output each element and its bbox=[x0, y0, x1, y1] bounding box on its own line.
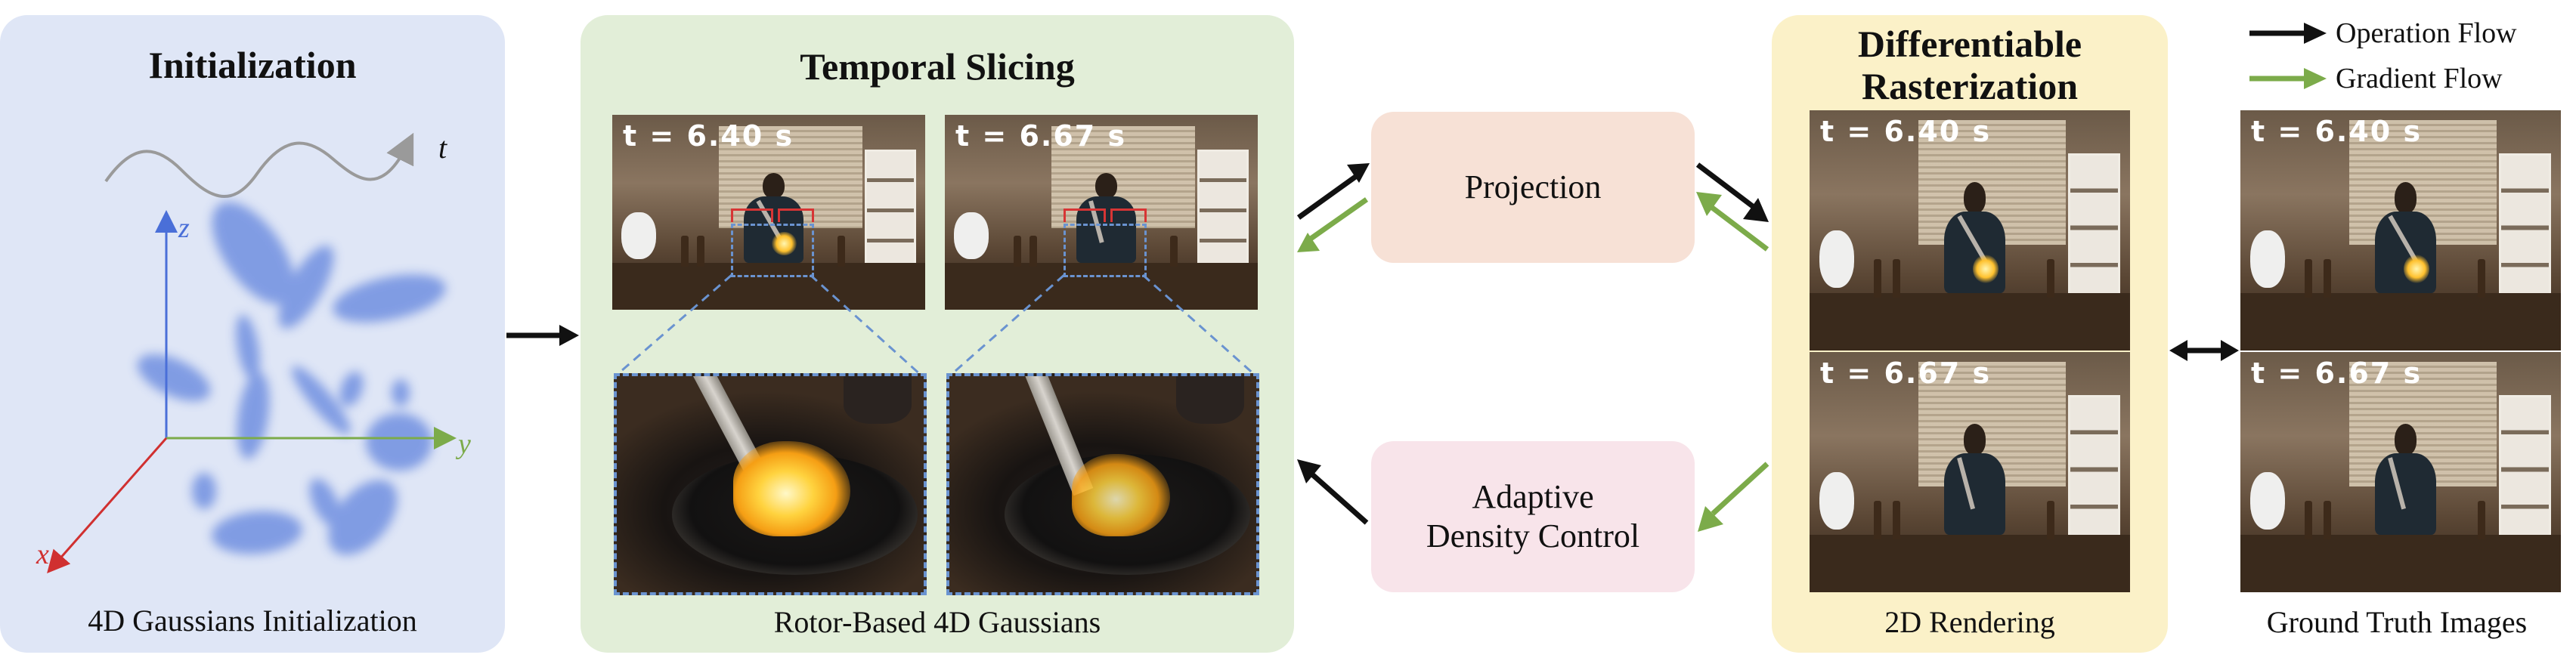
gradient-arrow-icon bbox=[1709, 205, 1769, 252]
sliced-frame-2: t = 6.67 s bbox=[945, 115, 1258, 310]
gaussian-ellipses bbox=[137, 202, 446, 555]
frame-2-time-label: t = 6.67 s bbox=[955, 119, 1127, 153]
operation-arrow-icon bbox=[1695, 162, 1769, 252]
initialization-caption: 4D Gaussians Initialization bbox=[88, 604, 417, 638]
rendered-frame-1: t = 6.40 s bbox=[1810, 110, 2130, 351]
ground-truth-caption: Ground Truth Images bbox=[2266, 605, 2528, 639]
render-frame-2-time-label: t = 6.67 s bbox=[1820, 357, 1992, 390]
zoom-connectors bbox=[615, 273, 1257, 378]
projection-label: Projection bbox=[1464, 168, 1602, 205]
gradient-arrow-icon bbox=[1308, 197, 1369, 241]
density-label-line-1: Adaptive bbox=[1472, 478, 1594, 515]
density-label-line-2: Density Control bbox=[1426, 517, 1640, 554]
gt-frame-2-time-label: t = 6.67 s bbox=[2251, 357, 2423, 390]
ground-truth-frame-1: t = 6.40 s bbox=[2240, 110, 2561, 351]
zoom-crop-2 bbox=[946, 373, 1259, 595]
operation-arrow-icon bbox=[1296, 163, 1370, 252]
operation-arrow-icon bbox=[506, 325, 579, 346]
y-axis-label: y bbox=[458, 428, 471, 460]
temporal-slicing-title: Temporal Slicing bbox=[800, 45, 1075, 88]
operation-arrow-icon bbox=[1297, 459, 1369, 525]
render-frame-1-time-label: t = 6.40 s bbox=[1820, 115, 1992, 148]
legend-gradient-flow: Gradient Flow bbox=[2336, 63, 2503, 94]
frame-1-time-label: t = 6.40 s bbox=[623, 119, 794, 153]
time-wave-icon bbox=[104, 132, 414, 198]
rasterization-caption: 2D Rendering bbox=[1884, 605, 2055, 639]
ground-truth-frame-2: t = 6.67 s bbox=[2240, 352, 2561, 592]
projection-box: Projection bbox=[1371, 112, 1695, 263]
t-axis-label: t bbox=[438, 131, 447, 165]
rasterization-title-line-2: Rasterization bbox=[1861, 65, 2079, 107]
gt-frame-1-time-label: t = 6.40 s bbox=[2251, 115, 2423, 148]
rasterization-title-line-1: Differentiable bbox=[1857, 23, 2082, 65]
gradient-arrow-icon bbox=[1698, 462, 1769, 532]
gaussian-initialization-illustration bbox=[47, 132, 457, 573]
x-axis-icon bbox=[47, 437, 168, 573]
rendered-frame-2: t = 6.67 s bbox=[1810, 352, 2130, 592]
sliced-frame-1: t = 6.40 s bbox=[612, 115, 925, 310]
slicing-caption: Rotor-Based 4D Gaussians bbox=[773, 605, 1101, 639]
legend-operation-flow: Operation Flow bbox=[2336, 17, 2517, 49]
rasterization-title: Differentiable Rasterization bbox=[1772, 23, 2168, 107]
x-axis-label: x bbox=[36, 539, 49, 570]
zoom-crop-1 bbox=[614, 373, 927, 595]
adaptive-density-control-box: Adaptive Density Control bbox=[1371, 441, 1695, 592]
legend-icons bbox=[2249, 23, 2327, 89]
z-axis-label: z bbox=[178, 212, 190, 244]
initialization-title: Initialization bbox=[148, 44, 357, 86]
double-arrow-icon bbox=[2169, 340, 2239, 361]
